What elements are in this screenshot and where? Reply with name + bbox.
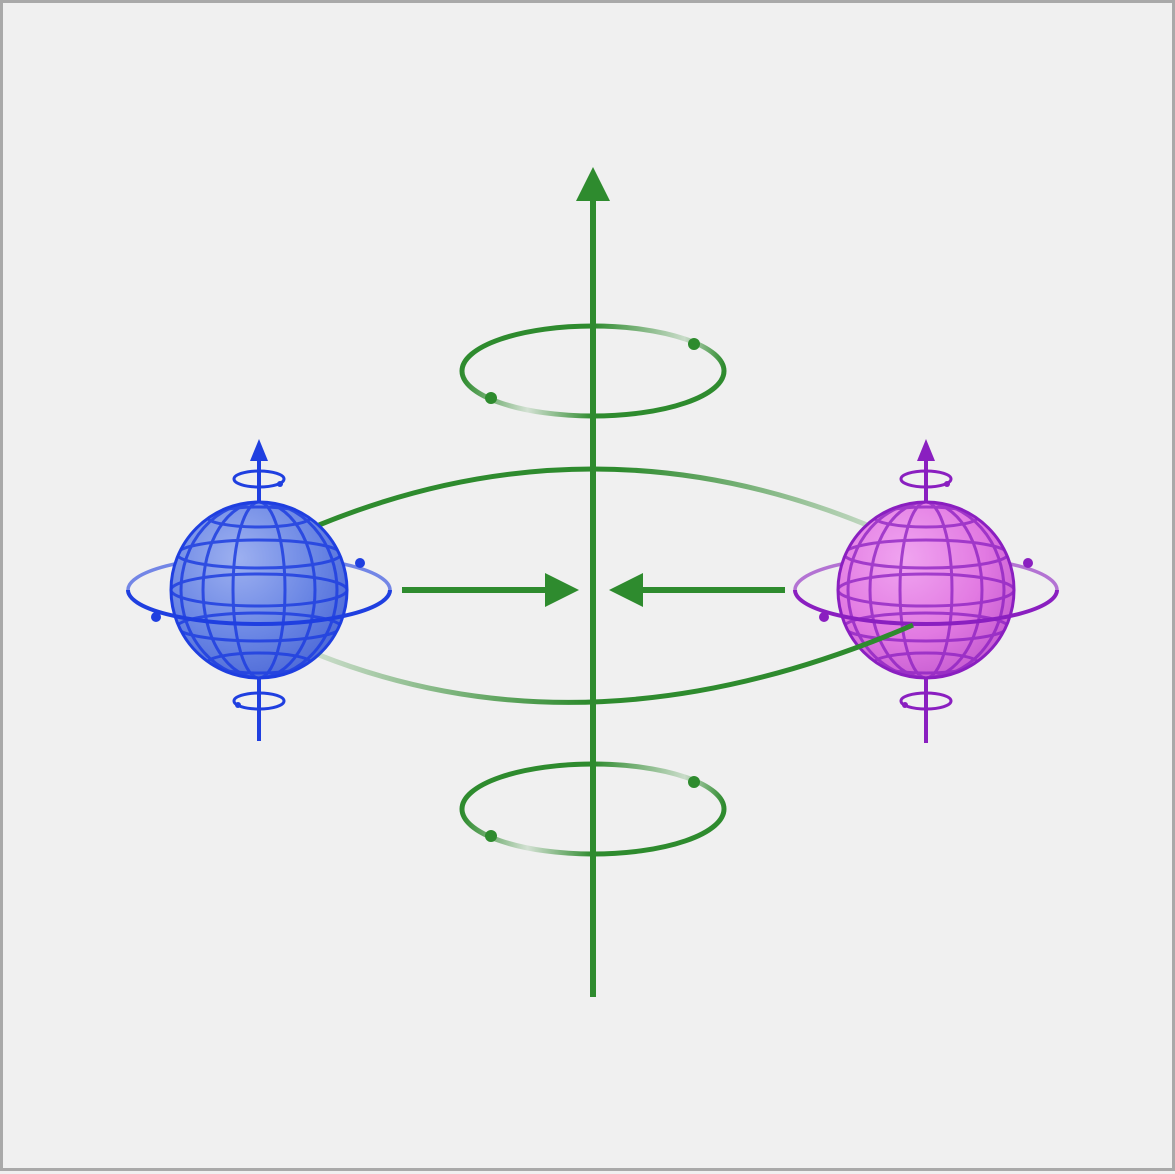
left-inward-arrow bbox=[402, 573, 579, 607]
right-spinning-sphere bbox=[795, 439, 1057, 743]
central-axis-arrow bbox=[576, 167, 610, 997]
spin-orbit-diagram bbox=[3, 3, 1175, 1174]
right-inward-arrow bbox=[609, 573, 785, 607]
left-spinning-sphere bbox=[128, 439, 390, 741]
orbit-ellipse-front bbox=[319, 625, 913, 702]
